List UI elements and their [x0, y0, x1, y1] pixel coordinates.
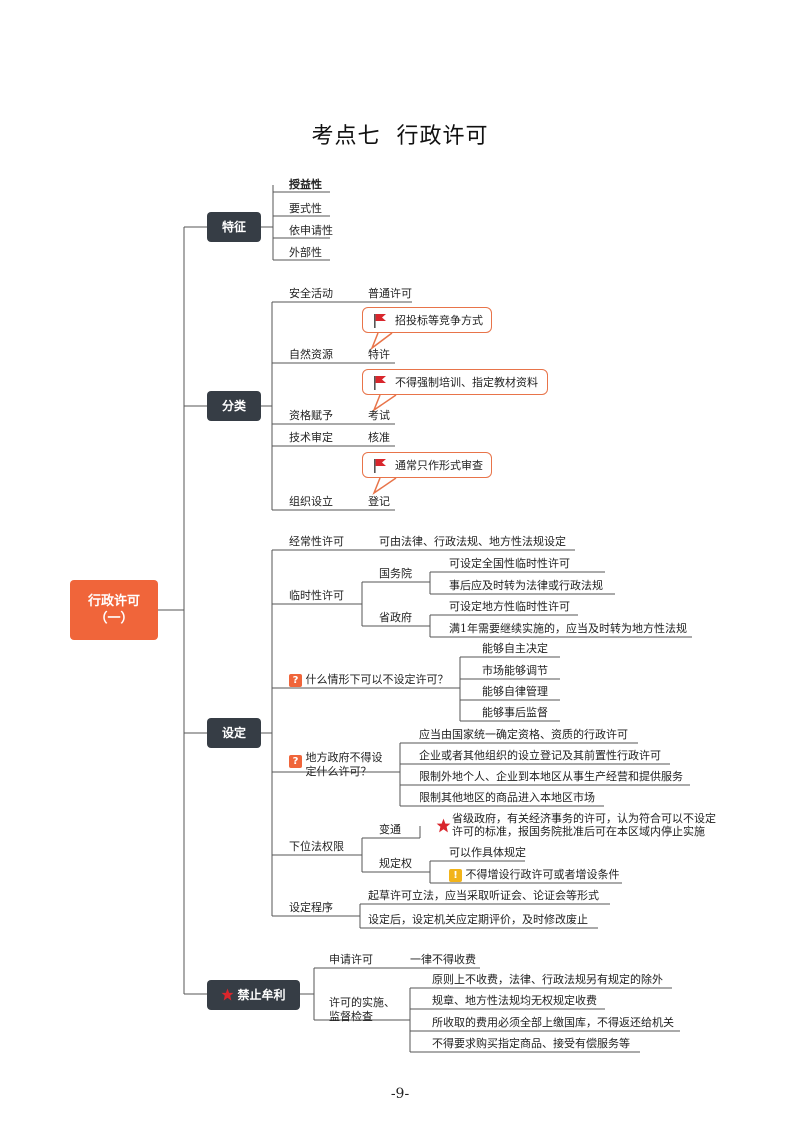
star-icon — [436, 818, 451, 833]
category-value: 特许 — [368, 348, 390, 361]
flag-icon — [374, 314, 386, 328]
impl-line1: 许可的实施、 — [329, 996, 395, 1009]
local-ban-item: 限制外地个人、企业到本地区从事生产经营和提供服务 — [419, 770, 683, 783]
local-ban-item: 限制其他地区的商品进入本地区市场 — [419, 791, 595, 804]
category-value: 普通许可 — [368, 287, 412, 300]
category-value: 核准 — [368, 431, 390, 444]
regulate-item: 可以作具体规定 — [449, 846, 526, 859]
note-callout: 通常只作形式审查 — [362, 452, 492, 478]
root-node: 行政许可 （一） — [70, 580, 158, 640]
note-text: 招投标等竞争方式 — [395, 314, 483, 327]
feature-item: 外部性 — [289, 246, 322, 259]
category-name: 自然资源 — [289, 348, 333, 361]
no-permit-question: ? 什么情形下可以不设定许可？ — [289, 673, 449, 687]
root-line1: 行政许可 — [87, 594, 140, 609]
node-profit-ban: 禁止牟利 — [207, 980, 300, 1010]
feature-item: 依申请性 — [289, 224, 333, 237]
feature-item: 授益性 — [289, 178, 322, 191]
category-name: 资格赋予 — [289, 409, 333, 422]
impl-label: 许可的实施、 监督检查 — [329, 996, 395, 1024]
local-ban-question: ? 地方政府不得设 定什么许可？ — [289, 751, 383, 779]
impl-item: 原则上不收费，法律、行政法规另有规定的除外 — [432, 973, 663, 986]
title-part-a: 考点七 — [311, 124, 381, 149]
question-icon: ? — [289, 674, 302, 687]
regulate-label: 规定权 — [379, 857, 412, 870]
star-icon — [222, 988, 234, 1001]
category-name: 技术审定 — [289, 431, 333, 444]
flag-icon — [374, 459, 386, 473]
category-value: 登记 — [368, 495, 390, 508]
province-item: 可设定地方性临时性许可 — [449, 600, 570, 613]
state-council: 国务院 — [379, 567, 412, 580]
province-item: 满1年需要继续实施的，应当及时转为地方性法规 — [449, 622, 687, 635]
no-permit-item: 能够事后监督 — [482, 706, 548, 719]
no-permit-item: 能够自律管理 — [482, 685, 548, 698]
category-name: 安全活动 — [289, 287, 333, 300]
no-permit-item: 能够自主决定 — [482, 642, 548, 655]
province-gov: 省政府 — [379, 611, 412, 624]
question-icon: ? — [289, 755, 302, 768]
local-ban-question-line2: 定什么许可？ — [305, 765, 372, 778]
temporary-permit: 临时性许可 — [289, 589, 344, 602]
procedure-item: 设定后，设定机关应定期评价，及时修改废止 — [368, 913, 588, 926]
local-ban-question-line1: 地方政府不得设 — [305, 751, 383, 764]
impl-line2: 监督检查 — [329, 1010, 373, 1023]
impl-item: 不得要求购买指定商品、接受有偿服务等 — [432, 1037, 630, 1050]
note-text: 通常只作形式审查 — [395, 459, 483, 472]
impl-item: 规章、地方性法规均无权规定收费 — [432, 994, 597, 1007]
feature-item: 要式性 — [289, 202, 322, 215]
state-council-item: 可设定全国性临时性许可 — [449, 557, 570, 570]
root-line2: （一） — [94, 611, 134, 626]
profit-ban-label: 禁止牟利 — [237, 988, 286, 1002]
node-features: 特征 — [207, 212, 261, 242]
note-callout: 招投标等竞争方式 — [362, 307, 492, 333]
note-callout: 不得强制培训、指定教材资料 — [362, 369, 548, 395]
flag-icon — [374, 376, 386, 390]
impl-item: 所收取的费用必须全部上缴国库，不得返还给机关 — [432, 1016, 674, 1029]
category-name: 组织设立 — [289, 495, 333, 508]
procedure-item: 起草许可立法，应当采取听证会、论证会等形式 — [368, 889, 599, 902]
page-number: -9- — [390, 1086, 410, 1102]
node-categories: 分类 — [207, 391, 261, 421]
note-text: 不得强制培训、指定教材资料 — [395, 376, 538, 389]
lower-law-authority: 下位法权限 — [289, 840, 344, 853]
node-setting: 设定 — [207, 718, 261, 748]
local-ban-item: 应当由国家统一确定资格、资质的行政许可 — [419, 728, 628, 741]
regulate-item-warning: ! 不得增设行政许可或者增设条件 — [449, 868, 620, 882]
category-value: 考试 — [368, 409, 390, 422]
regular-permit: 经常性许可 — [289, 535, 344, 548]
adapt-line1: 省级政府，有关经济事务的许可，认为符合可以不设定 — [452, 812, 716, 825]
apply-permit-value: 一律不得收费 — [410, 953, 476, 966]
local-ban-item: 企业或者其他组织的设立登记及其前置性行政许可 — [419, 749, 661, 762]
page-title: 考点七行政许可 — [0, 118, 800, 150]
adapt-line2: 许可的标准，报国务院批准后可在本区域内停止实施 — [452, 825, 705, 838]
apply-permit: 申请许可 — [329, 953, 373, 966]
state-council-item: 事后应及时转为法律或行政法规 — [449, 579, 603, 592]
adapt-text: 省级政府，有关经济事务的许可，认为符合可以不设定 许可的标准，报国务院批准后可在… — [452, 812, 716, 838]
regulate-item: 不得增设行政许可或者增设条件 — [465, 868, 620, 881]
no-permit-question-text: 什么情形下可以不设定许可？ — [305, 673, 449, 686]
warning-icon: ! — [449, 869, 462, 882]
regular-permit-value: 可由法律、行政法规、地方性法规设定 — [379, 535, 566, 548]
adapt-label: 变通 — [379, 823, 401, 836]
no-permit-item: 市场能够调节 — [482, 664, 548, 677]
title-part-b: 行政许可 — [396, 124, 489, 149]
procedure-label: 设定程序 — [289, 901, 333, 914]
